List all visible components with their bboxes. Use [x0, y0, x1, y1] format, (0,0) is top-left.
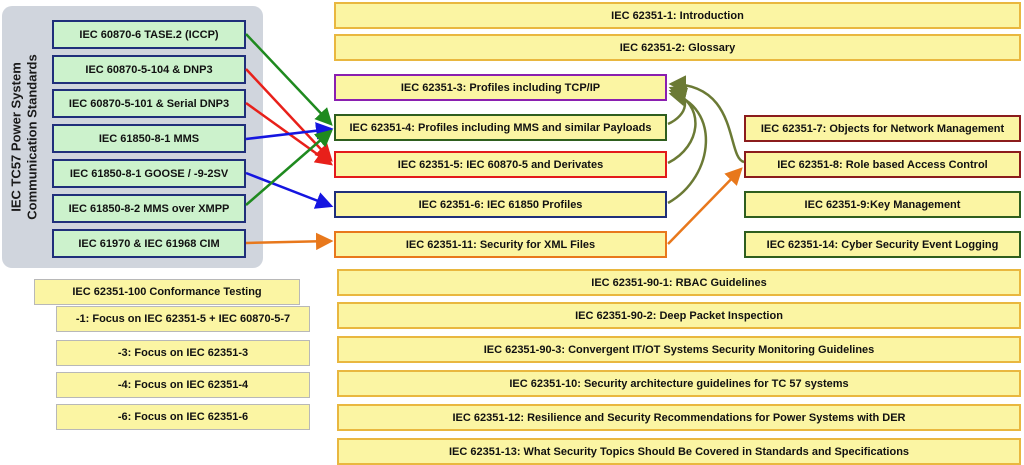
source-iec-61850-8-1-goose-sv: IEC 61850-8-1 GOOSE / -9-2SV — [52, 159, 246, 188]
panel-title: IEC TC57 Power System Communication Stan… — [2, 6, 48, 268]
guideline-62351-90-2: IEC 62351-90-2: Deep Packet Inspection — [337, 302, 1021, 329]
arrow-62351-5-to-62351-3 — [667, 88, 697, 165]
guideline-62351-13: IEC 62351-13: What Security Topics Shoul… — [337, 438, 1021, 465]
conformance-62351-100: IEC 62351-100 Conformance Testing — [34, 279, 300, 305]
arrow-62351-4-to-62351-3 — [667, 85, 689, 126]
arrow-62351-8-to-62351-3 — [668, 75, 745, 164]
source-iec-60870-5-104-dnp3: IEC 60870-5-104 & DNP3 — [52, 55, 246, 84]
source-iec-61850-8-1-mms: IEC 61850-8-1 MMS — [52, 124, 246, 153]
guideline-62351-90-1: IEC 62351-90-1: RBAC Guidelines — [337, 269, 1021, 296]
part-62351-8: IEC 62351-8: Role based Access Control — [744, 151, 1021, 178]
panel-title-line-1: IEC TC57 Power System — [9, 62, 25, 212]
part-62351-14: IEC 62351-14: Cyber Security Event Loggi… — [744, 231, 1021, 258]
conformance-item-6: -6: Focus on IEC 62351-6 — [56, 404, 310, 430]
conformance-item-4: -4: Focus on IEC 62351-4 — [56, 372, 310, 398]
source-iec-61850-8-2-mms-xmpp: IEC 61850-8-2 MMS over XMPP — [52, 194, 246, 223]
part-62351-5: IEC 62351-5: IEC 60870-5 and Derivates — [334, 151, 667, 178]
panel-title-line-2: Communication Standards — [25, 54, 41, 220]
part-62351-7: IEC 62351-7: Objects for Network Managem… — [744, 115, 1021, 142]
conformance-item-3: -3: Focus on IEC 62351-3 — [56, 340, 310, 366]
source-iec-60870-5-101-serial-dnp3: IEC 60870-5-101 & Serial DNP3 — [52, 89, 246, 118]
source-iec-61970-61968-cim: IEC 61970 & IEC 61968 CIM — [52, 229, 246, 258]
guideline-62351-12: IEC 62351-12: Resilience and Security Re… — [337, 404, 1021, 431]
conformance-item-1: -1: Focus on IEC 62351-5 + IEC 60870-5-7 — [56, 306, 310, 332]
part-62351-9: IEC 62351-9:Key Management — [744, 191, 1021, 218]
arrow-62351-11-to-62351-8 — [667, 167, 743, 245]
part-62351-6: IEC 62351-6: IEC 61850 Profiles — [334, 191, 667, 218]
source-iec-60870-6-tase2: IEC 60870-6 TASE.2 (ICCP) — [52, 20, 246, 49]
guideline-62351-10: IEC 62351-10: Security architecture guid… — [337, 370, 1021, 397]
part-62351-1: IEC 62351-1: Introduction — [334, 2, 1021, 29]
part-62351-3: IEC 62351-3: Profiles including TCP/IP — [334, 74, 667, 101]
guideline-62351-90-3: IEC 62351-90-3: Convergent IT/OT Systems… — [337, 336, 1021, 363]
part-62351-4: IEC 62351-4: Profiles including MMS and … — [334, 114, 667, 141]
part-62351-2: IEC 62351-2: Glossary — [334, 34, 1021, 61]
part-62351-11: IEC 62351-11: Security for XML Files — [334, 231, 667, 258]
arrow-62351-6-to-62351-3 — [667, 89, 708, 205]
